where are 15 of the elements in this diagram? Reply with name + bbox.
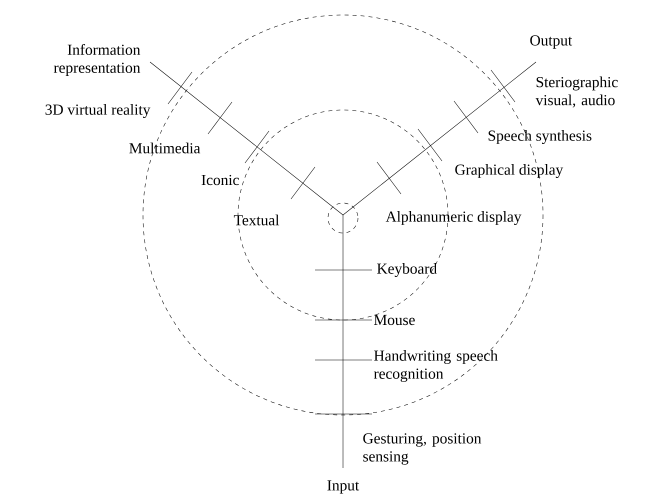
tick-label: Gesturing, position sensing <box>363 433 482 465</box>
tick-label: Speech synthesis <box>488 130 592 144</box>
tick-label: 3D virtual reality <box>46 104 150 118</box>
tick-label: Alphanumeric display <box>386 211 522 225</box>
tick-label: Iconic <box>202 174 239 186</box>
tick-label: Textual <box>234 214 280 226</box>
tick-label: Keyboard <box>377 263 437 277</box>
axis-title: Input <box>327 480 360 494</box>
tick-label: Multimedia <box>129 142 200 154</box>
tick-label: Graphical display <box>455 164 564 178</box>
axis-title: Information representation <box>54 44 140 76</box>
tick-label: Mouse <box>374 314 415 326</box>
tick-label: Steriographic visual, audio <box>536 76 618 108</box>
tick-label: Handwriting speech recognition <box>374 350 498 382</box>
axis-title: Output <box>530 35 572 49</box>
